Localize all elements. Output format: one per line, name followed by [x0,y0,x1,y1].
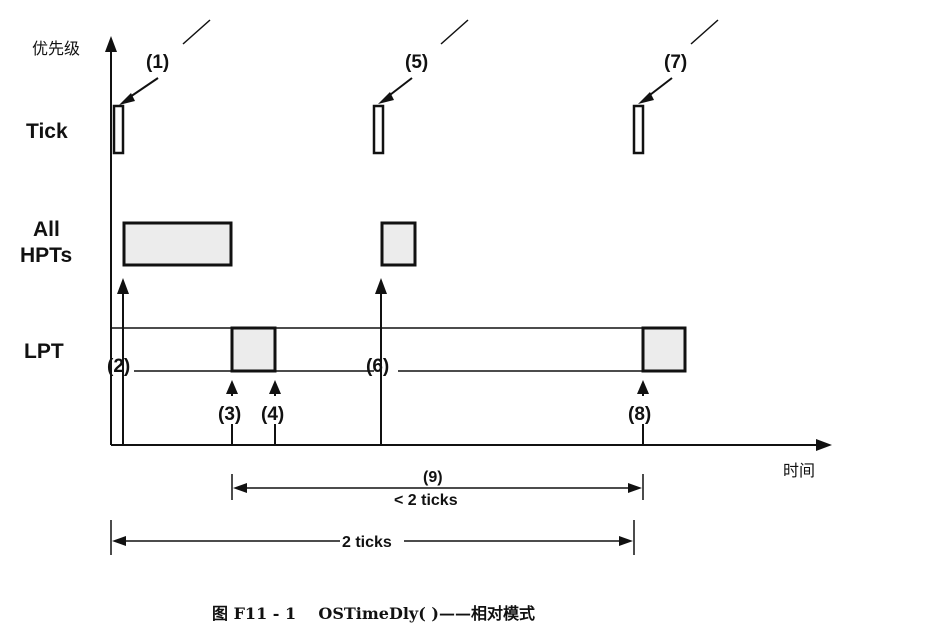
tick-pulse [632,104,645,155]
marker-label-6: (6) [366,356,389,377]
arrow-marker-6 [375,278,387,445]
arrow-marker-1 [119,19,211,105]
duration-full-label: 2 ticks [342,534,392,551]
row-label-tick: Tick [26,120,68,143]
hpts-execution [122,221,233,267]
marker-label-4: (4) [261,404,284,425]
duration-full [110,520,635,555]
lpt-execution [230,326,277,373]
arrow-marker-2 [117,278,129,445]
arrow-marker-8 [637,380,649,445]
arrow-marker-7 [638,19,719,104]
y-axis-label: 优先级 [32,39,80,58]
marker-label-3: (3) [218,404,241,425]
arrow-marker-4 [269,380,281,445]
duration-short [231,474,644,500]
duration-short-label: < 2 ticks [394,492,458,509]
arrow-marker-3 [226,380,238,445]
arrow-marker-5 [378,19,469,104]
hpts-execution [380,221,417,267]
marker-label-1: (1) [146,52,169,73]
marker-label-9: (9) [423,469,443,486]
marker-label-5: (5) [405,52,428,73]
row-label-lpt: LPT [24,340,64,363]
marker-label-7: (7) [664,52,687,73]
y-axis [105,36,117,445]
x-axis [111,439,832,451]
tick-pulse [372,104,385,155]
marker-label-2: (2) [107,356,130,377]
row-label-hpts-line2: HPTs [20,244,72,267]
x-axis-label: 时间 [783,461,815,480]
row-label-hpts-line1: All [33,218,60,241]
tick-pulse [112,104,125,155]
marker-label-8: (8) [628,404,651,425]
lpt-execution [641,326,687,373]
figure-caption: 图 F11 - 1 OSTimeDly( )——相对模式 [212,604,535,623]
